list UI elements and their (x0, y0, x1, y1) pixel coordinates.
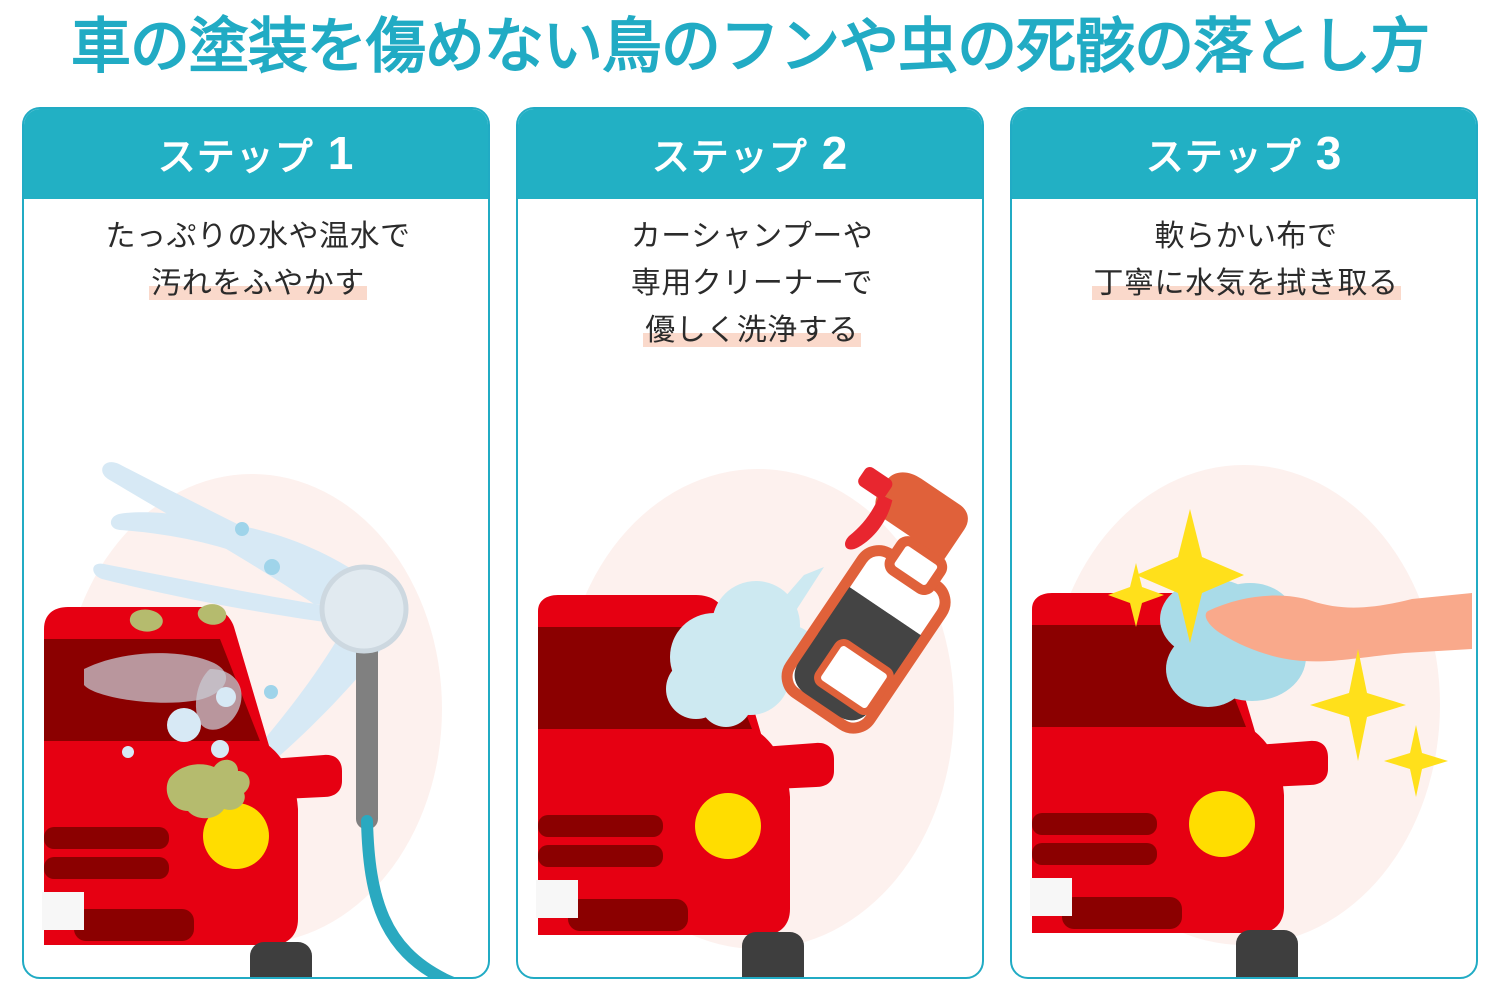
step-number-2: 2 (821, 127, 849, 179)
step-label-1: ステップ (157, 136, 314, 179)
step-label-3: ステップ (1145, 136, 1302, 179)
page-title: 車の塗装を傷めない鳥のフンや虫の死骸の落とし方 (70, 13, 1430, 80)
step-illustration-3 (1012, 109, 1476, 977)
step-header-2: ステップ 2 (518, 109, 982, 199)
step-illustration-2 (518, 109, 982, 977)
step-number-3: 3 (1315, 127, 1343, 179)
step-desc-line: 軟らかい布で (1154, 220, 1338, 253)
step-desc-line: たっぷりの水や温水で (105, 220, 411, 253)
step-illustration-1 (24, 109, 488, 977)
step-card-1: ステップ 1 たっぷりの水や温水で 汚れをふやかす (22, 107, 490, 979)
step-desc-line-highlighted: 汚れをふやかす (24, 260, 488, 307)
step-header-3: ステップ 3 (1012, 109, 1476, 199)
step-header-1: ステップ 1 (24, 109, 488, 199)
step-card-2: ステップ 2 カーシャンプーや 専用クリーナーで 優しく洗浄する (516, 107, 984, 979)
step-label-2: ステップ (651, 136, 808, 179)
step-description-2: カーシャンプーや 専用クリーナーで 優しく洗浄する (518, 213, 982, 354)
highlight-text: 汚れをふやかす (149, 267, 367, 300)
step-desc-line: カーシャンプーや (630, 220, 874, 253)
highlight-text: 丁寧に水気を拭き取る (1091, 267, 1401, 300)
steps-container: ステップ 1 たっぷりの水や温水で 汚れをふやかす (22, 107, 1478, 979)
step-desc-line-highlighted: 優しく洗浄する (518, 307, 982, 354)
step-desc-line: 専用クリーナーで (630, 267, 874, 300)
step-card-3: ステップ 3 軟らかい布で 丁寧に水気を拭き取る (1010, 107, 1478, 979)
step-description-3: 軟らかい布で 丁寧に水気を拭き取る (1012, 213, 1476, 307)
step-desc-line-highlighted: 丁寧に水気を拭き取る (1012, 260, 1476, 307)
step-number-1: 1 (327, 127, 355, 179)
highlight-text: 優しく洗浄する (643, 314, 861, 347)
step-description-1: たっぷりの水や温水で 汚れをふやかす (24, 213, 488, 307)
